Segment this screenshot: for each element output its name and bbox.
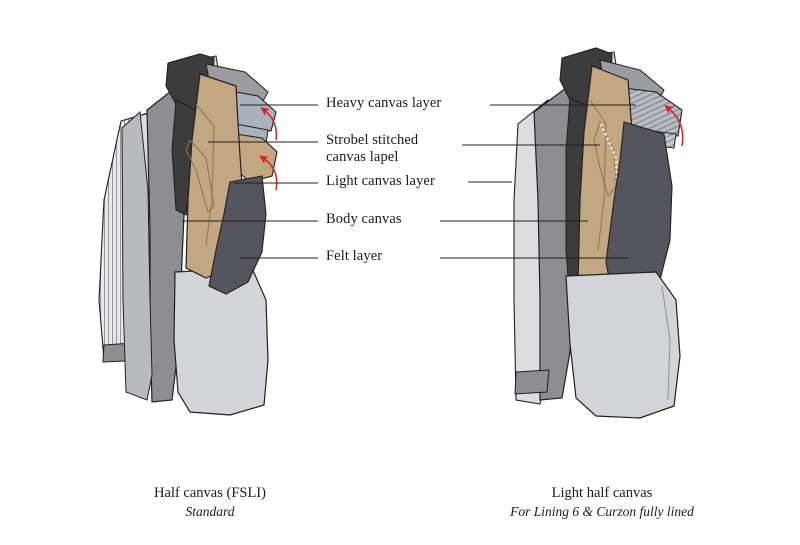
jacket-shell-front-edge (121, 110, 153, 401)
label-felt-layer-text: Felt layer (326, 248, 383, 264)
heavy-canvas-arrow-right (664, 105, 684, 147)
caption-light-half-canvas: Light half canvas For Lining 6 & Curzon … (442, 484, 762, 521)
label-light-canvas-layer-text: Light canvas layer (326, 173, 435, 189)
heavy-canvas-arrow (260, 107, 278, 141)
label-heavy-canvas-layer: Heavy canvas layer (326, 95, 441, 112)
strobel-stitch-line (593, 120, 617, 198)
caption-half-canvas-fsli-sub: Standard (185, 504, 235, 519)
caption-light-half-canvas-main: Light half canvas (551, 485, 653, 501)
body-canvas-lapel-roll-line (195, 103, 215, 247)
caption-half-canvas-fsli-main: Half canvas (FSLI) (154, 485, 266, 501)
figure-half-canvas-fsli (98, 53, 278, 416)
lining-seam-right (661, 285, 671, 401)
label-strobel-line2: canvas lapel (326, 149, 399, 165)
label-body-canvas-text: Body canvas (326, 211, 402, 227)
body-canvas-roll-line-right (589, 99, 607, 251)
leader-lines (182, 104, 636, 259)
body-lining-panel (173, 267, 269, 416)
caption-light-half-canvas-sub: For Lining 6 & Curzon fully lined (510, 504, 694, 519)
strobel-stitch-dashes (599, 123, 619, 189)
shell-cuff-grey (514, 369, 550, 395)
label-body-canvas: Body canvas (326, 211, 402, 228)
felt-layer-shape (208, 175, 267, 295)
body-canvas-dart (185, 139, 215, 213)
label-heavy-canvas-layer-text: Heavy canvas layer (326, 95, 442, 111)
label-strobel-line1: Strobel stitched (326, 132, 419, 148)
label-strobel-stitched-canvas-lapel: Strobel stitched canvas lapel (326, 132, 418, 166)
caption-half-canvas-fsli: Half canvas (FSLI) Standard (60, 484, 360, 521)
label-light-canvas-layer: Light canvas layer (326, 173, 435, 190)
figure-light-half-canvas (513, 47, 684, 419)
body-lining-panel-right (565, 271, 681, 419)
light-canvas-arrow (259, 155, 278, 191)
label-felt-layer: Felt layer (326, 248, 382, 265)
